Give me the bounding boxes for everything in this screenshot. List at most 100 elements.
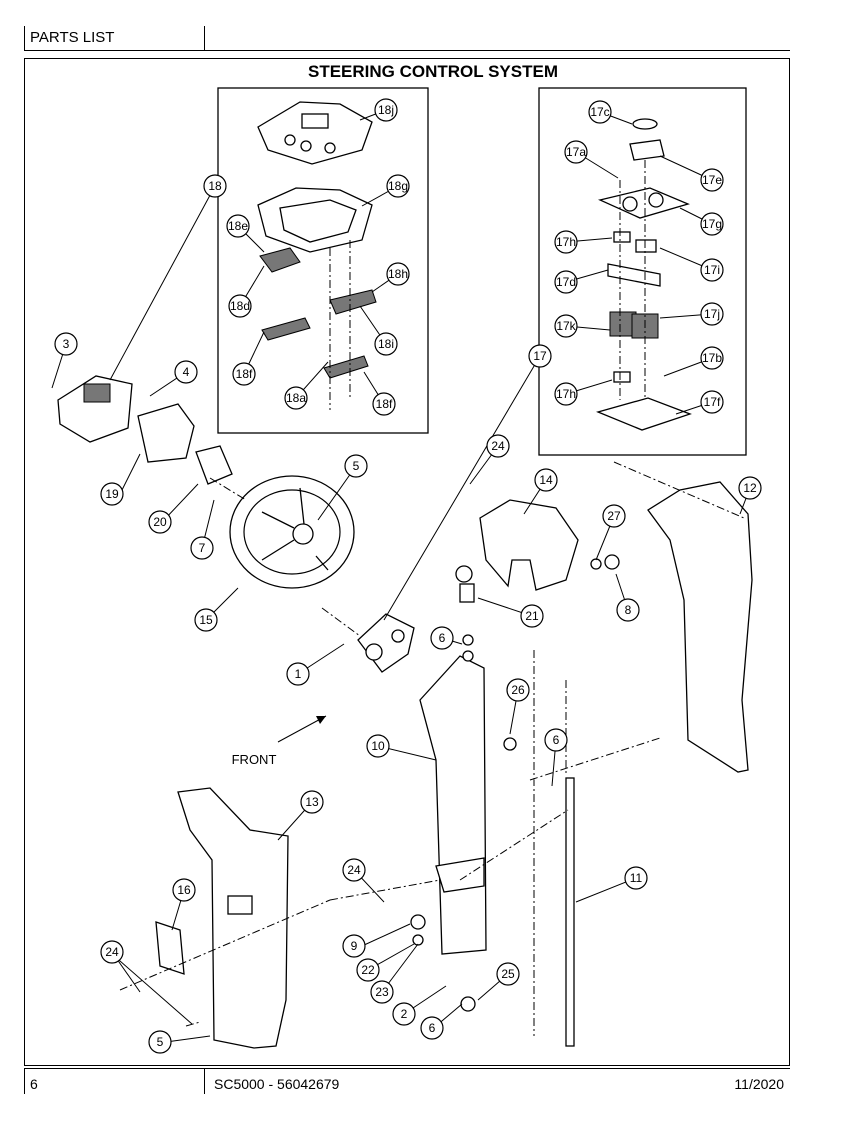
callout-20: 20 (148, 510, 172, 534)
svg-text:2: 2 (401, 1007, 408, 1021)
svg-text:8: 8 (625, 603, 632, 617)
document-id: SC5000 - 56042679 (214, 1076, 340, 1092)
inset-leader-lines (237, 109, 713, 415)
callout-18j: 18j (374, 98, 398, 122)
callout-5-bottom: 5 (148, 1030, 172, 1054)
callout-17g: 17g (700, 212, 724, 236)
callout-24-top: 24 (486, 434, 510, 458)
svg-text:13: 13 (305, 795, 319, 809)
pivot-21 (455, 565, 475, 603)
pump-stack-17 (596, 118, 692, 431)
svg-text:6: 6 (439, 631, 446, 645)
svg-text:24: 24 (491, 439, 505, 453)
svg-text:17e: 17e (702, 173, 722, 187)
callout-21: 21 (520, 604, 544, 628)
assembly-centerline (329, 240, 351, 410)
callout-4: 4 (174, 360, 198, 384)
column-10 (419, 655, 487, 955)
section-title: PARTS LIST (30, 29, 115, 46)
svg-text:16: 16 (177, 883, 191, 897)
page-footer: 6 SC5000 - 56042679 11/2020 (24, 1068, 790, 1094)
callout-15: 15 (194, 608, 218, 632)
svg-text:10: 10 (371, 739, 385, 753)
svg-text:26: 26 (511, 683, 525, 697)
callout-17d: 17d (554, 270, 578, 294)
revision-date: 11/2020 (734, 1076, 784, 1092)
inset-box-pump (538, 87, 747, 456)
svg-text:1: 1 (295, 667, 302, 681)
bracket-18h-18i (329, 289, 377, 315)
callout-18a: 18a (284, 386, 308, 410)
lower-shroud-13 (177, 787, 289, 1049)
svg-text:15: 15 (199, 613, 213, 627)
svg-text:17g: 17g (702, 217, 722, 231)
footer-rule (24, 1068, 790, 1069)
callout-7: 7 (190, 536, 214, 560)
callout-18f-left: 18f (232, 362, 256, 386)
bracket-18f-left (261, 317, 311, 341)
steering-pump-17 (357, 613, 415, 673)
callout-6-mid: 6 (544, 728, 568, 752)
callout-18g: 18g (386, 174, 410, 198)
svg-text:18g: 18g (388, 179, 408, 193)
page-title: STEERING CONTROL SYSTEM (308, 62, 558, 81)
callout-22: 22 (356, 958, 380, 982)
svg-text:11: 11 (630, 871, 643, 885)
callout-17k: 17k (554, 314, 578, 338)
header-divider (24, 26, 25, 50)
callout-11: 11 (624, 866, 648, 890)
callout-6-top: 6 (430, 626, 454, 650)
rear-shroud-12 (647, 481, 753, 773)
steering-wheel-15 (229, 475, 355, 589)
svg-text:17i: 17i (704, 263, 720, 277)
page-header: PARTS LIST (24, 26, 790, 52)
callout-17j: 17j (700, 302, 724, 326)
svg-text:18f: 18f (236, 367, 253, 381)
svg-text:17d: 17d (556, 275, 576, 289)
small-parts (410, 554, 620, 1012)
callout-26: 26 (506, 678, 530, 702)
svg-text:6: 6 (553, 733, 560, 747)
callout-17f: 17f (700, 390, 724, 414)
svg-text:17k: 17k (556, 319, 576, 333)
svg-text:19: 19 (105, 487, 119, 501)
upper-shroud-14 (479, 499, 579, 591)
svg-text:21: 21 (525, 609, 539, 623)
callout-2: 2 (392, 1002, 416, 1026)
callout-17i: 17i (700, 258, 724, 282)
callout-24-left: 24 (100, 940, 124, 964)
inset-box-display (217, 87, 429, 434)
svg-text:17: 17 (533, 349, 547, 363)
leader-lines (51, 185, 751, 1043)
callout-18e: 18e (226, 214, 250, 238)
callout-8: 8 (616, 598, 640, 622)
svg-text:18a: 18a (286, 391, 306, 405)
front-label: FRONT (232, 752, 277, 767)
front-arrow (277, 715, 327, 743)
callout-13: 13 (300, 790, 324, 814)
callout-12: 12 (738, 476, 762, 500)
svg-text:25: 25 (501, 967, 515, 981)
callout-5-top: 5 (344, 454, 368, 478)
svg-text:17c: 17c (590, 105, 609, 119)
callout-16: 16 (172, 878, 196, 902)
svg-text:17b: 17b (702, 351, 722, 365)
callout-17: 17 (528, 344, 552, 368)
svg-text:17h: 17h (556, 235, 576, 249)
svg-text:18f: 18f (376, 397, 393, 411)
callout-17a: 17a (564, 140, 588, 164)
svg-text:5: 5 (157, 1035, 164, 1049)
svg-text:17j: 17j (704, 307, 720, 321)
callout-24-mid: 24 (342, 858, 366, 882)
callout-19: 19 (100, 482, 124, 506)
front-arrow-head (316, 716, 326, 724)
svg-text:23: 23 (375, 985, 389, 999)
bracket-18e-18d (259, 247, 301, 273)
callout-25: 25 (496, 962, 520, 986)
callout-6-bottom: 6 (420, 1016, 444, 1040)
svg-text:22: 22 (361, 963, 375, 977)
svg-text:18e: 18e (228, 219, 248, 233)
svg-text:18d: 18d (230, 299, 250, 313)
callout-18i: 18i (374, 332, 398, 356)
svg-text:24: 24 (105, 945, 119, 959)
